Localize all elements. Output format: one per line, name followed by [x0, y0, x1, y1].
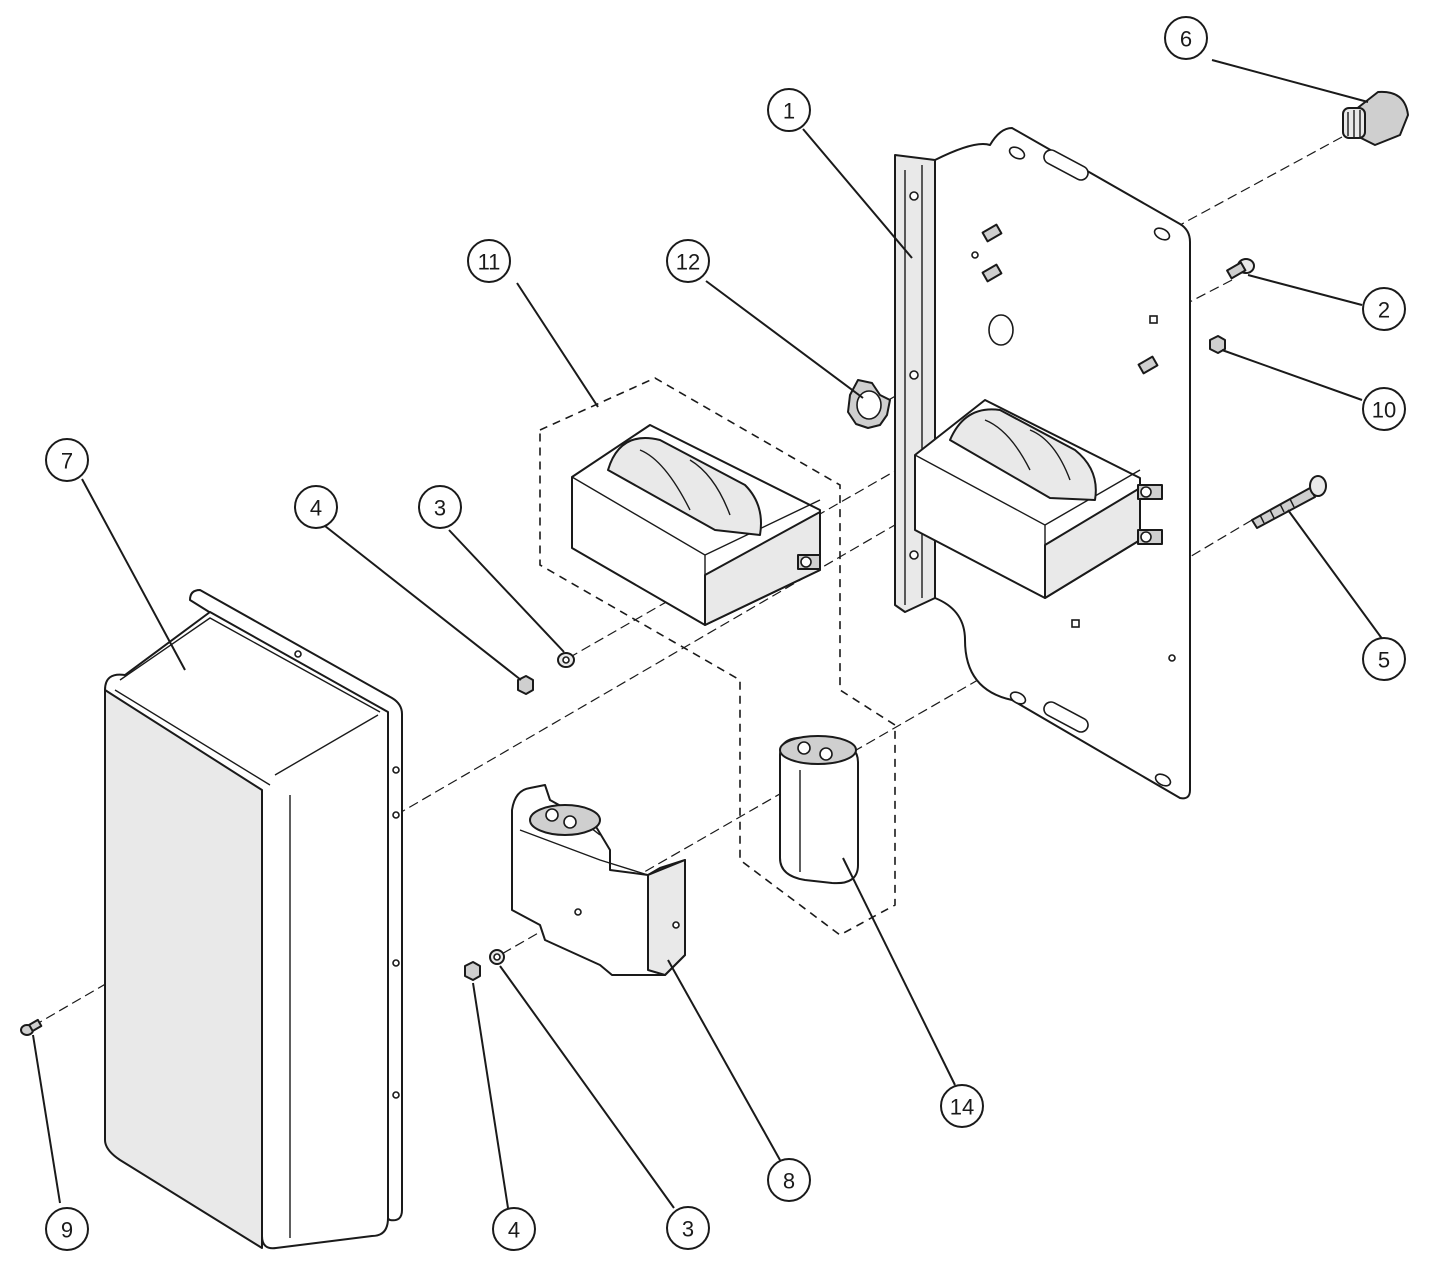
callout-label: 4	[508, 1218, 520, 1243]
callout-label: 14	[950, 1095, 974, 1120]
enclosure-cover	[104, 589, 403, 1250]
callout-label: 10	[1372, 398, 1396, 423]
callout-label: 11	[478, 250, 501, 275]
locknut	[847, 379, 891, 429]
small-screw	[20, 1018, 43, 1036]
leader-lines	[32, 59, 1384, 1209]
callout-7: 7	[45, 438, 89, 482]
washer-upper	[557, 652, 575, 668]
callout-label: 3	[682, 1217, 694, 1242]
nut-upper	[517, 675, 534, 695]
callout-2: 2	[1362, 287, 1406, 331]
mounting-plate	[894, 127, 1191, 800]
callout-label: 12	[676, 250, 700, 275]
callout-label: 2	[1378, 298, 1390, 323]
callout-label: 1	[783, 99, 795, 124]
callout-3b: 3	[666, 1206, 710, 1250]
capacitor-bracket	[511, 784, 686, 976]
callout-4a: 4	[294, 485, 338, 529]
washer-lower	[489, 949, 505, 965]
callout-label: 5	[1378, 648, 1390, 673]
callout-9: 9	[45, 1207, 89, 1251]
nut-lower	[464, 961, 481, 981]
callout-label: 4	[310, 496, 322, 521]
ballast-core-coil	[539, 377, 896, 936]
long-bolt	[1251, 475, 1327, 529]
callout-6: 6	[1164, 16, 1208, 60]
cord-grip-fitting	[1342, 90, 1409, 146]
callout-4b: 4	[492, 1207, 536, 1251]
callout-12: 12	[666, 239, 710, 283]
callout-14: 14	[940, 1084, 984, 1128]
callout-5: 5	[1362, 637, 1406, 681]
callout-label: 8	[783, 1169, 795, 1194]
callout-10: 10	[1362, 387, 1406, 431]
callout-label: 3	[434, 496, 446, 521]
callout-1: 1	[767, 88, 811, 132]
nut	[1209, 335, 1226, 354]
screw	[1226, 258, 1255, 280]
callout-11: 11	[467, 239, 511, 283]
callout-label: 7	[61, 449, 73, 474]
callout-label: 6	[1180, 27, 1192, 52]
capacitor	[779, 735, 859, 885]
callout-3a: 3	[418, 485, 462, 529]
callout-label: 9	[61, 1218, 73, 1243]
callout-8: 8	[767, 1158, 811, 1202]
